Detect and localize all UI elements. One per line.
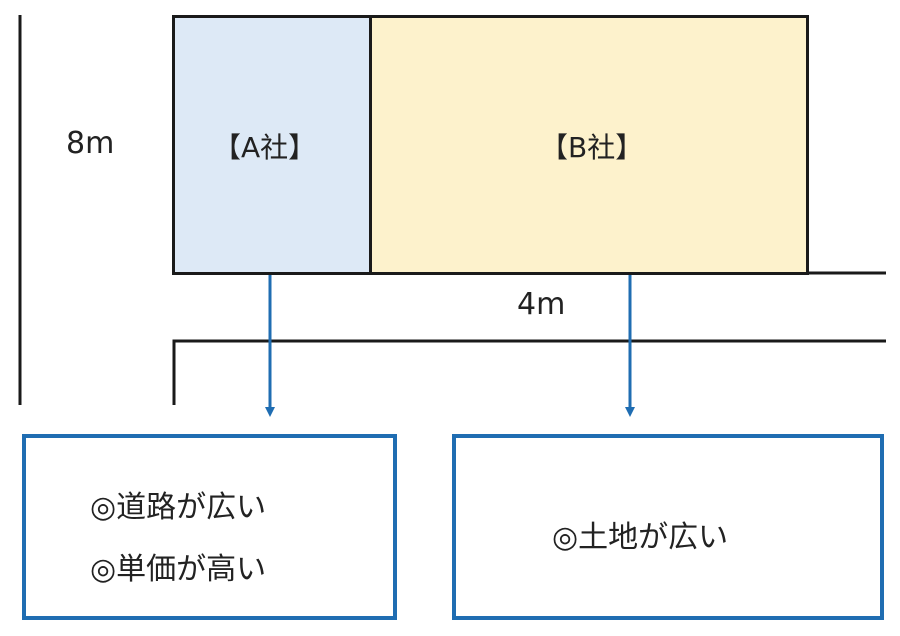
note-a-line-road: ◎道路が広い xyxy=(90,490,267,525)
road-bottom-edge-line xyxy=(172,339,886,405)
plot-b-label: 【B社】 xyxy=(540,131,644,164)
plot-a: 【A社】 xyxy=(172,15,372,275)
note-a-line-price: ◎単価が高い xyxy=(90,552,267,587)
plot-a-label: 【A社】 xyxy=(213,131,317,164)
depth-dimension-label: 8m xyxy=(66,126,115,161)
note-b-line-land: ◎土地が広い xyxy=(552,520,729,555)
plot-b: 【B社】 xyxy=(369,15,809,275)
note-box-a: ◎道路が広い ◎単価が高い xyxy=(22,434,397,620)
note-box-b: ◎土地が広い xyxy=(452,434,884,620)
road-width-label: 4m xyxy=(517,287,566,322)
